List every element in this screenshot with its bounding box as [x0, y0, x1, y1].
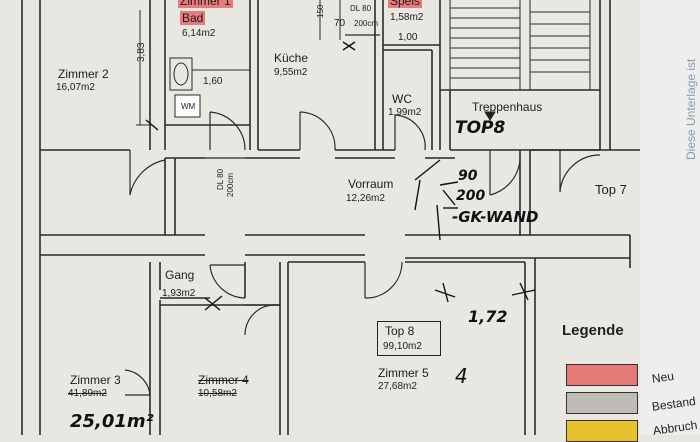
wc-name: WC [392, 92, 412, 106]
treppenhaus-name: Treppenhaus [472, 100, 543, 114]
hand-90: 90 [458, 168, 478, 184]
hand-top8: TOP8 [455, 118, 506, 138]
side-note: Diese Unterlage ist [684, 58, 698, 160]
speis-label: Speis [388, 0, 423, 8]
zimmer1-label: Zimmer 1 [178, 0, 233, 8]
bad-area: 6,14m2 [182, 28, 216, 39]
dim-383: 3,83 [136, 42, 147, 62]
vorraum-area: 12,26m2 [346, 193, 385, 204]
speis-area: 1,58m2 [390, 12, 424, 23]
zimmer3-name: Zimmer 3 [70, 373, 121, 387]
bad-label: Bad [180, 11, 206, 25]
kueche-name: Küche [274, 51, 309, 65]
top7-name: Top 7 [595, 182, 627, 197]
bad-name: Bad [180, 11, 206, 25]
gang-area: 1,93m2 [162, 288, 196, 299]
vorraum-name: Vorraum [348, 177, 394, 191]
dim-70: 70 [334, 18, 346, 29]
zimmer4-name: Zimmer 4 [198, 373, 249, 387]
dim-150: 150 [316, 4, 325, 18]
legend-swatch-neu [566, 364, 638, 386]
top8-area: 99,10m2 [383, 341, 422, 352]
hand-25: 25,01m² [70, 411, 154, 432]
dim-160: 1,60 [203, 76, 223, 87]
dl80-kueche: DL 80 [350, 4, 372, 13]
hand-four: 4 [455, 364, 468, 388]
legend-swatch-abbruch [566, 420, 638, 442]
kueche-area: 9,55m2 [274, 67, 308, 78]
zimmer2-area: 16,07m2 [56, 82, 95, 93]
top8-name: Top 8 [385, 324, 415, 338]
zimmer3-area: 41,89m2 [68, 388, 107, 399]
wm-label: WM [181, 102, 196, 111]
speis-name: Speis [388, 0, 423, 8]
zimmer5-name: Zimmer 5 [378, 366, 429, 380]
hand-gk-wand: -GK-WAND [452, 208, 539, 226]
legend-swatch-bestand [566, 392, 638, 414]
gang-name: Gang [165, 268, 195, 282]
dl80-vorraum: DL 80 [216, 168, 225, 190]
top8-box [377, 321, 441, 356]
legend-title: Legende [562, 322, 624, 339]
zimmer1-name: Zimmer 1 [178, 0, 233, 8]
zimmer2-name: Zimmer 2 [58, 67, 109, 81]
dl80-vorraum-height: 200cm [226, 172, 235, 197]
hand-200: 200 [456, 188, 486, 204]
hand-172: 1,72 [468, 307, 508, 326]
dl80-kueche-height: 200cm [354, 19, 379, 28]
zimmer4-area: 10,58m2 [198, 388, 237, 399]
wc-area: 1,99m2 [388, 107, 422, 118]
zimmer5-area: 27,68m2 [378, 381, 417, 392]
speis-dim: 1,00 [398, 32, 418, 43]
